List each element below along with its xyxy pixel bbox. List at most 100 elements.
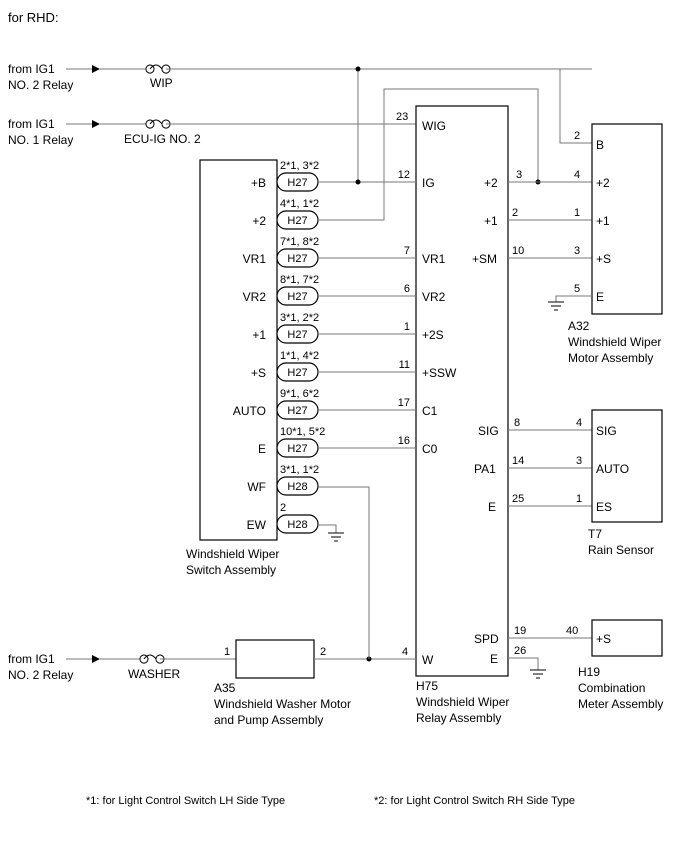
connector-pin-note: 10*1, 5*2 [280, 426, 325, 438]
connector-code: H27 [287, 405, 307, 417]
connector-pin-note: 1*1, 4*2 [280, 350, 319, 362]
relay-pin-name: +2 [484, 176, 498, 190]
motor-pins: 2 B 4 +2 1 +1 3 +S 5 E [574, 130, 611, 304]
relay-pin-num: 11 [399, 359, 410, 371]
connector-code: H28 [287, 481, 307, 493]
washer-pin-num: 2 [320, 646, 326, 658]
arrow-icon [92, 120, 100, 128]
meter-box [591, 619, 663, 657]
motor-code: A32 [568, 319, 590, 333]
rain-code: T7 [588, 527, 602, 541]
motor-pin-num: 3 [574, 245, 580, 257]
footnote-2: *2: for Light Control Switch RH Side Typ… [374, 795, 575, 807]
relay-pin-num: 26 [514, 645, 526, 657]
relay-pin-num: 25 [512, 493, 524, 505]
switch-pin-name: +B [251, 176, 266, 190]
switch-pin-name: EW [247, 518, 267, 532]
relay-pin-num: 16 [398, 435, 410, 447]
arrow-icon [92, 655, 100, 663]
switch-caption-line2: Switch Assembly [186, 563, 276, 577]
switch-pin-name: VR2 [243, 290, 267, 304]
switch-pin-name: +S [251, 366, 266, 380]
connector-capsule [276, 476, 319, 496]
arrow-icon [92, 65, 100, 73]
connector-code: H27 [287, 443, 307, 455]
relay-pin-name: W [422, 653, 434, 667]
source-washer: from IG1 NO. 2 Relay WASHER [8, 652, 236, 682]
ground-icon [548, 301, 564, 311]
relay-pin-name: SPD [474, 632, 499, 646]
connector-pin-note: 7*1, 8*2 [280, 236, 319, 248]
switch-pin-name: +2 [252, 214, 266, 228]
relay-pin-num: 4 [402, 646, 408, 658]
motor-pin-num: 2 [574, 130, 580, 142]
rain-pin-name: ES [596, 500, 612, 514]
connector-pin-note: 3*1, 1*2 [280, 464, 319, 476]
relay-pin-name: VR1 [422, 252, 446, 266]
footnote-1: *1: for Light Control Switch LH Side Typ… [86, 795, 285, 807]
connector-pin-note: 9*1, 6*2 [280, 388, 319, 400]
ground-icon [530, 669, 546, 679]
source-ecu-ig: from IG1 NO. 1 Relay ECU-IG NO. 2 23 [8, 111, 416, 147]
meter-caption-line1: Combination [578, 681, 645, 695]
relay-pin-num: 12 [398, 169, 410, 181]
motor-pin-name: E [596, 290, 604, 304]
relay-pin-name: +2S [422, 328, 444, 342]
relay-pin-num: 14 [512, 455, 524, 467]
source-wip: from IG1 NO. 2 Relay WIP [8, 62, 592, 92]
fuse-label: WIP [150, 76, 173, 90]
meter-pin-name: +S [596, 632, 611, 646]
relay-pin-name: WIG [422, 119, 446, 133]
motor-pin-num: 4 [574, 169, 580, 181]
bus-routing: 3 +2 [318, 66, 592, 221]
motor-pin-name: B [596, 138, 604, 152]
rain-pin-num: 4 [576, 417, 582, 429]
source-label-line2: NO. 2 Relay [8, 78, 73, 92]
switch-pin-name: AUTO [233, 404, 266, 418]
relay-pin-num: 7 [404, 245, 410, 257]
relay-pin-name: +SSW [422, 366, 457, 380]
source-label-line1: from IG1 [8, 117, 55, 131]
relay-pin-name: E [490, 652, 498, 666]
relay-pin-num: 3 [516, 169, 522, 181]
relay-pin-name: SIG [478, 424, 499, 438]
relay-pin-name: VR2 [422, 290, 446, 304]
washer-pin-num: 1 [224, 646, 230, 658]
connector-pin-note: 8*1, 7*2 [280, 274, 319, 286]
source-label-line1: from IG1 [8, 652, 55, 666]
motor-pin-name: +2 [596, 176, 610, 190]
rain-pin-name: SIG [596, 424, 617, 438]
relay-pin-num: 2 [512, 207, 518, 219]
rain-caption: Rain Sensor [588, 543, 654, 557]
connector-capsule [276, 514, 319, 534]
relay-pin-num: 17 [398, 397, 410, 409]
washer-caption-line1: Windshield Washer Motor [214, 697, 351, 711]
relay-pin-name: +SM [472, 252, 497, 266]
relay-pin-num: 23 [396, 111, 408, 123]
relay-pin-num: 8 [514, 417, 520, 429]
motor-pin-name: +1 [596, 214, 610, 228]
relay-pin-num: 1 [404, 321, 410, 333]
switch-assembly-box [199, 159, 278, 541]
source-label-line2: NO. 1 Relay [8, 133, 73, 147]
relay-assembly-box [415, 105, 509, 677]
fuse-label: ECU-IG NO. 2 [124, 132, 201, 146]
relay-pin-num: 10 [512, 245, 524, 257]
connector-code: H27 [287, 253, 307, 265]
relay-code: H75 [416, 679, 438, 693]
connector-pin-note: 3*1, 2*2 [280, 312, 319, 324]
relay-pin-name: E [488, 500, 496, 514]
switch-caption-line1: Windshield Wiper [186, 547, 279, 561]
connector-pin-note: 2 [280, 502, 286, 514]
motor-caption-line1: Windshield Wiper [568, 335, 661, 349]
connector-pin-note: 2*1, 3*2 [280, 160, 319, 172]
connector-pin-note: 4*1, 1*2 [280, 198, 319, 210]
motor-caption-line2: Motor Assembly [568, 351, 653, 365]
relay-pin-name: +1 [484, 214, 498, 228]
